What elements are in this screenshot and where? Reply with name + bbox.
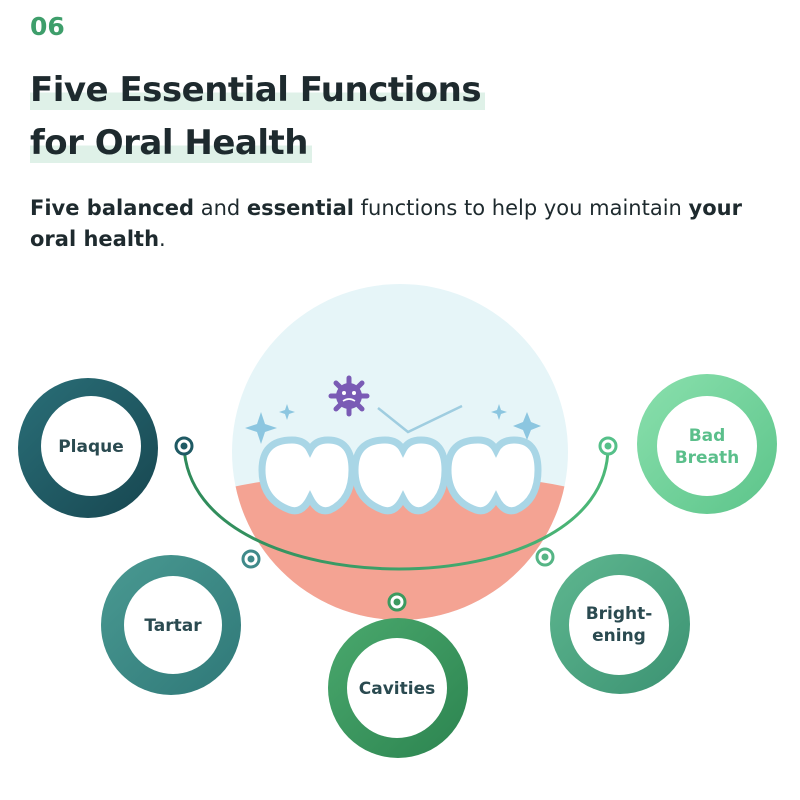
subtitle-bold-2: essential [246, 196, 354, 220]
sparkle-icon [245, 412, 277, 444]
sparkle-icon [491, 404, 507, 420]
germ-icon [328, 375, 370, 417]
mouth-illustration [232, 284, 568, 620]
function-cavities: Cavities [328, 618, 468, 758]
subtitle-text-2: functions to help you maintain [353, 196, 689, 220]
function-label: Bad [689, 426, 726, 446]
function-label: ening [592, 626, 646, 646]
subtitle-text-3: . [159, 227, 166, 251]
page-title-line-2: for Oral Health [30, 123, 312, 163]
connector-dot [241, 549, 261, 569]
function-bad-breath: Bad Breath [637, 374, 777, 514]
function-label: Breath [675, 448, 740, 468]
connector-dot [535, 547, 555, 567]
subtitle: Five balanced and essential functions to… [30, 193, 750, 255]
step-number: 06 [30, 12, 65, 41]
connector-dot [174, 436, 194, 456]
tooth-icon [258, 436, 356, 515]
subtitle-text-1: and [194, 196, 247, 220]
function-brightening: Bright- ening [550, 554, 690, 694]
function-label: Bright- [586, 604, 653, 624]
page-title-line-1: Five Essential Functions [30, 70, 486, 110]
function-plaque: Plaque [18, 378, 158, 518]
subtitle-bold-3: your oral health [30, 196, 742, 251]
connector-arc [182, 445, 610, 571]
sparkle-icon [513, 412, 541, 440]
check-icon [377, 404, 463, 434]
connector-dot [387, 592, 407, 612]
subtitle-bold-1: Five balanced [30, 196, 195, 220]
function-label: Tartar [144, 616, 202, 636]
sparkle-icon [279, 404, 295, 420]
function-tartar: Tartar [101, 555, 241, 695]
connector-dot [598, 436, 618, 456]
tooth-icon [444, 436, 542, 515]
function-label: Cavities [359, 679, 435, 699]
function-label: Plaque [58, 437, 124, 457]
tooth-icon [351, 436, 449, 515]
